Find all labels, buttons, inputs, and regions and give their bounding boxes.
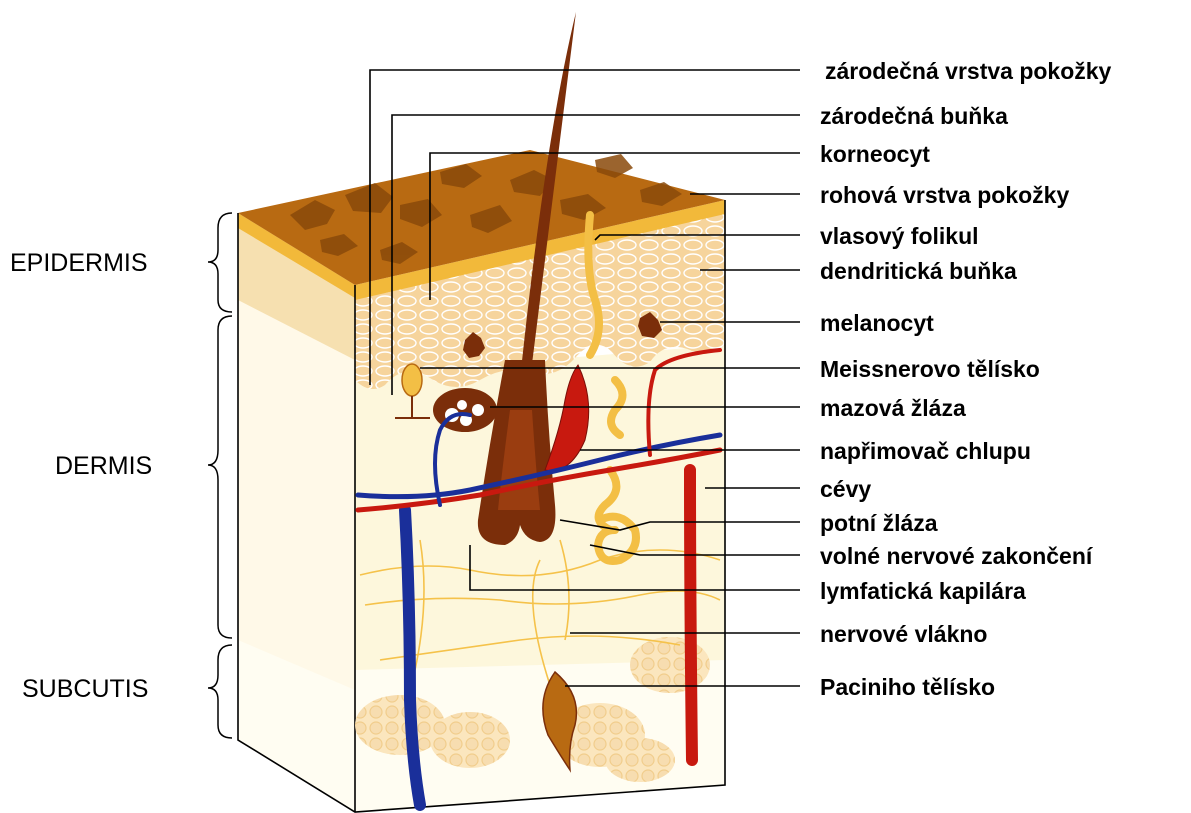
label-meissner-corpuscle: Meissnerovo tělísko: [820, 356, 1040, 382]
layer-labels: EPIDERMIS DERMIS SUBCUTIS: [10, 249, 152, 703]
label-sebaceous-gland: mazová žláza: [820, 395, 966, 421]
label-lymphatic-capillary: lymfatická kapilára: [820, 578, 1026, 604]
label-stratum-basale: zárodečná vrstva pokožky: [825, 58, 1112, 84]
label-stratum-corneum: rohová vrstva pokožky: [820, 182, 1069, 208]
layer-label-epidermis: EPIDERMIS: [10, 249, 148, 277]
label-nerve-fiber: nervové vlákno: [820, 621, 987, 647]
label-pacinian-corpuscle: Paciniho tělísko: [820, 674, 995, 700]
label-free-nerve-ending: volné nervové zakončení: [820, 543, 1094, 569]
label-sweat-gland: potní žláza: [820, 510, 938, 536]
layer-label-subcutis: SUBCUTIS: [22, 675, 148, 703]
layer-braces: [208, 213, 232, 738]
label-hair-follicle: vlasový folikul: [820, 223, 979, 249]
skin-block: [238, 150, 725, 812]
artery-vertical: [690, 470, 692, 760]
label-corneocyte: korneocyt: [820, 141, 930, 167]
label-blood-vessels: cévy: [820, 476, 871, 502]
label-dendritic-cell: dendritická buňka: [820, 258, 1017, 284]
layer-label-dermis: DERMIS: [55, 452, 152, 480]
label-arrector-pili: napřimovač chlupu: [820, 438, 1031, 464]
label-melanocyte: melanocyt: [820, 310, 934, 336]
label-basal-cell: zárodečná buňka: [820, 103, 1008, 129]
structure-labels: zárodečná vrstva pokožky zárodečná buňka…: [820, 58, 1112, 700]
